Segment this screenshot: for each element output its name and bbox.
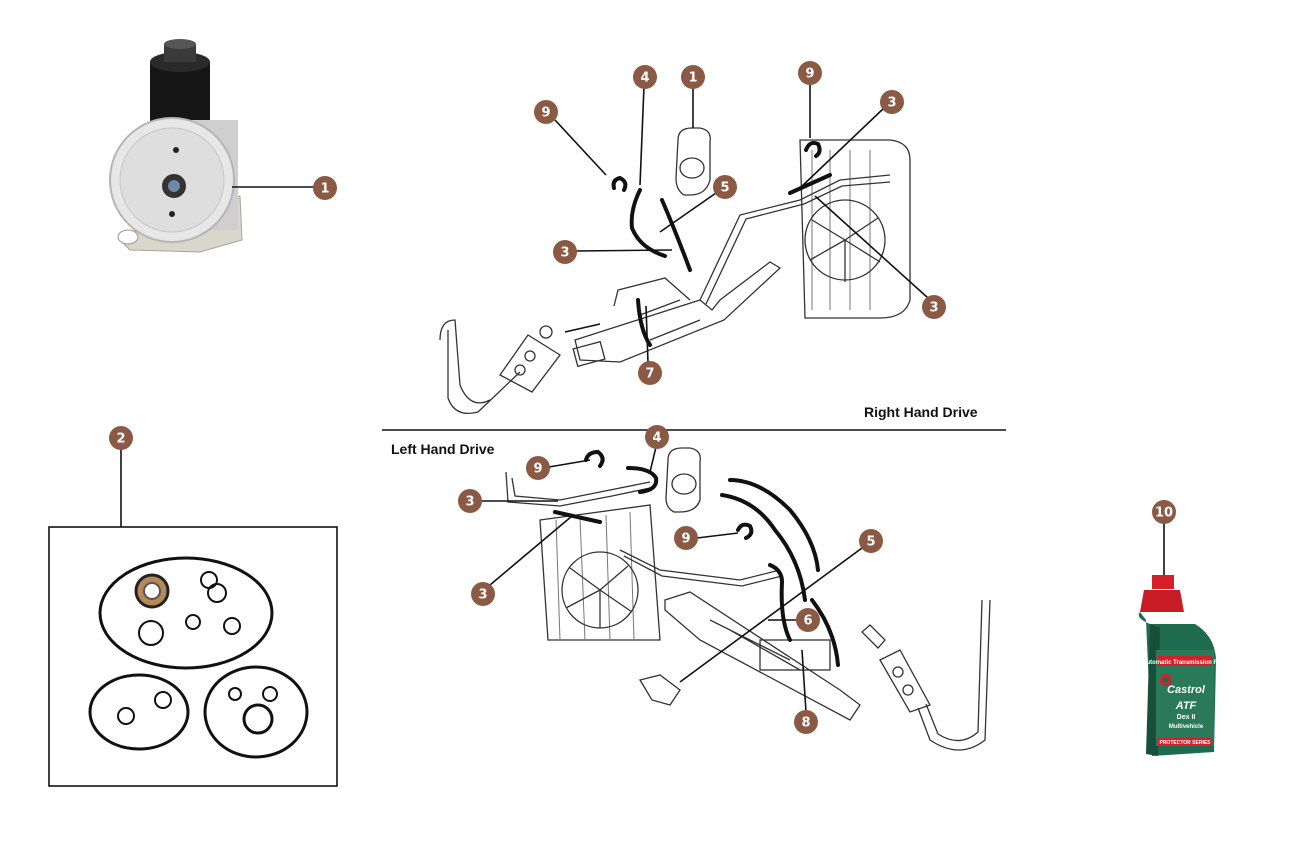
leader-lhd-4 (649, 446, 657, 473)
callout-number: 10 (1155, 506, 1173, 521)
fluid-brand: Castrol (1167, 684, 1206, 696)
callout-number: 3 (465, 495, 474, 510)
callout-number: 8 (801, 716, 810, 731)
callout-number: 5 (720, 181, 729, 196)
castrol-atf-bottle: Automatic Transmission Fluid Castrol ATF… (1138, 575, 1228, 756)
callout-number: 9 (805, 67, 814, 82)
callout-lhd-9a: 9 (526, 456, 550, 480)
leader-rhd-7 (645, 305, 649, 364)
callout-rhd-7: 7 (638, 361, 662, 385)
fluid-top-text: Automatic Transmission Fluid (1142, 660, 1228, 666)
lhd-diagram (505, 447, 991, 751)
seal-kit-box (48, 526, 338, 787)
leader-rhd-3c (814, 195, 929, 299)
leader-lhd-3b (489, 515, 573, 586)
leader-lhd-9b (696, 532, 739, 539)
callout-rhd-3c: 3 (922, 295, 946, 319)
callout-lhd-9b: 9 (674, 526, 698, 550)
callout-lhd-6: 6 (796, 608, 820, 632)
leader-lhd-9a (548, 459, 591, 468)
callout-number: 9 (541, 106, 550, 121)
callout-lhd-4: 4 (645, 425, 669, 449)
callout-rhd-5: 5 (713, 175, 737, 199)
callout-number: 5 (866, 535, 875, 550)
leader-rhd-3a (799, 107, 885, 189)
fluid-subtitle: Multivehicle (1169, 724, 1204, 730)
leader-rhd-9a (554, 119, 607, 176)
callout-lhd-3a: 3 (458, 489, 482, 513)
power-steering-pump-image (109, 39, 243, 253)
callout-number: 6 (803, 614, 812, 629)
callout-number: 2 (116, 432, 125, 447)
rhd-label: Right Hand Drive (864, 404, 978, 420)
callout-number: 9 (681, 532, 690, 547)
leader-rhd-3b (575, 249, 673, 252)
callout-number: 3 (478, 588, 487, 603)
rhd-diagram (439, 127, 911, 415)
callout-lhd-8: 8 (794, 710, 818, 734)
callout-number: 1 (320, 182, 329, 197)
callout-number: 9 (533, 462, 542, 477)
leader-rhd-7b (564, 323, 601, 333)
callout-1-pump: 1 (313, 176, 337, 200)
callout-number: 3 (560, 246, 569, 261)
fluid-product: ATF (1175, 700, 1197, 712)
leader-lhd-5 (679, 547, 863, 683)
leader-rhd-4 (639, 85, 645, 186)
fluid-series: PROTECTOR SERIES (1159, 740, 1211, 746)
callout-rhd-3b: 3 (553, 240, 577, 264)
callout-number: 7 (645, 367, 654, 382)
callout-rhd-9a: 9 (534, 100, 558, 124)
callout-lhd-5: 5 (859, 529, 883, 553)
lhd-label: Left Hand Drive (391, 441, 495, 457)
callout-rhd-3a: 3 (880, 90, 904, 114)
leader-rhd-5 (659, 192, 717, 233)
callout-number: 3 (929, 301, 938, 316)
leader-lhd-8 (801, 649, 807, 713)
callout-rhd-1: 1 (681, 65, 705, 89)
callout-10-fluid: 10 (1152, 500, 1176, 524)
callout-number: 1 (688, 71, 697, 86)
callout-2-sealkit: 2 (109, 426, 133, 450)
seal-kit-image (88, 556, 309, 759)
callout-rhd-4: 4 (633, 65, 657, 89)
callout-number: 4 (640, 71, 649, 86)
callout-number: 3 (887, 96, 896, 111)
callout-lhd-3b: 3 (471, 582, 495, 606)
callout-number: 4 (652, 431, 661, 446)
fluid-grade: Dex II (1177, 714, 1196, 721)
callout-rhd-9b: 9 (798, 61, 822, 85)
